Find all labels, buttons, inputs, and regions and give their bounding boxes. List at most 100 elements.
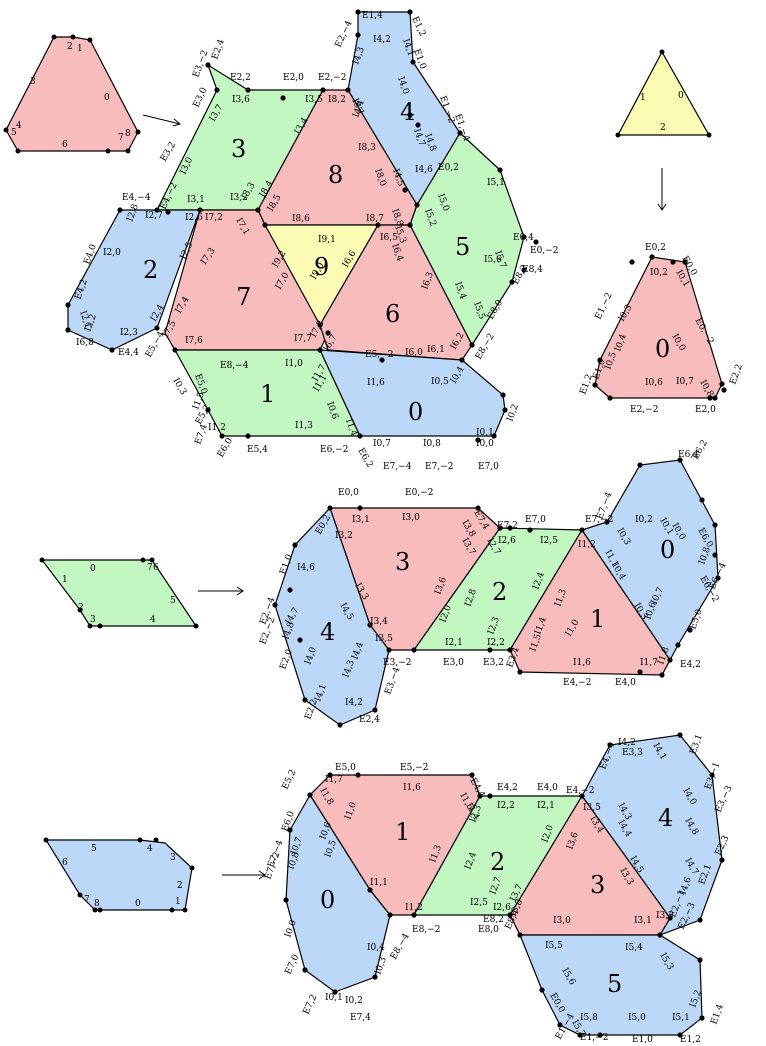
vertex-label: I1,1 — [370, 878, 388, 888]
vertex-label: I6,5 — [380, 233, 398, 243]
vertex-dot — [637, 462, 643, 468]
vertex-label: E2,0 — [283, 73, 304, 83]
vertex-label: E6,2 — [355, 447, 374, 470]
vertex-label: I0,1 — [325, 993, 343, 1003]
vertex-label: I3,5 — [375, 634, 393, 644]
vertex-label: E2,−4 — [334, 19, 355, 49]
vertex-label: I2,1 — [537, 801, 555, 811]
vertex-label: E2,2 — [728, 363, 745, 386]
vertex-label: E4,2 — [497, 783, 518, 793]
vertex-label: E4,0 — [537, 783, 558, 793]
vertex-dot — [475, 505, 481, 511]
vertex-dot — [475, 437, 481, 443]
edge-label: 5 — [170, 596, 176, 606]
vertex-label: I2,6 — [498, 536, 516, 546]
vertex-dot — [172, 347, 178, 353]
vertex-label: I3,2 — [230, 193, 248, 203]
vertex-label: I4,6 — [297, 563, 315, 573]
vertex-dot — [667, 657, 673, 663]
vertex-label: I0,7 — [676, 377, 694, 387]
vertex-dot — [245, 87, 251, 93]
vertex-dot — [579, 793, 585, 799]
vertex-dot — [497, 167, 503, 173]
tile-label-1: 1 — [590, 605, 605, 633]
vertex-dot — [165, 209, 171, 215]
vertex-label: E2,2 — [230, 73, 251, 83]
vertex-label: I2,6 — [493, 903, 511, 913]
tile-label-4: 4 — [400, 98, 415, 126]
vertex-dot — [521, 234, 527, 240]
vertex-dot — [557, 1022, 563, 1028]
detail-tile-label: 0 — [655, 335, 670, 363]
vertex-label: I3,0 — [402, 513, 420, 523]
vertex-dot — [297, 637, 303, 643]
vertex-label: I5,6 — [484, 255, 502, 265]
vertex-dot — [477, 793, 483, 799]
vertex-dot — [283, 897, 289, 903]
tile-label-2: 2 — [490, 848, 505, 876]
vertex-label: E1,4 — [362, 11, 383, 21]
vertex-dot — [386, 647, 392, 653]
vertex-label: E2,−2 — [318, 73, 346, 83]
vertex-label: E0,−2 — [405, 488, 433, 498]
vertex-label: E3,−2 — [383, 658, 411, 668]
vertex-dot — [707, 395, 713, 401]
vertex-dot — [507, 647, 513, 653]
vertex-dot — [357, 505, 363, 511]
vertex-label: E2,4 — [359, 715, 380, 725]
vertex-label: E7,4 — [193, 423, 210, 446]
vertex-label: E7,0 — [478, 462, 499, 472]
vertex-dot — [154, 325, 160, 331]
vertex-label: E4,−2 — [566, 786, 594, 796]
vertex-dot — [287, 827, 293, 833]
vertex-label: E3,−4 — [383, 666, 402, 696]
vertex-dot — [280, 95, 286, 101]
vertex-label: E0,2 — [438, 163, 459, 173]
vertex-label: I7,6 — [185, 336, 203, 346]
vertex-dot — [509, 279, 515, 285]
vertex-label: I0,7 — [373, 439, 391, 449]
vertex-label: E8,0 — [478, 925, 499, 935]
vertex-label: I5,8 — [580, 1013, 598, 1023]
tile-5 — [409, 132, 525, 347]
vertex-dot — [357, 433, 363, 439]
vertex-label: E5,−2 — [365, 350, 393, 360]
vertex-dot — [407, 9, 413, 15]
vertex-label: E0,−2 — [530, 246, 558, 256]
arrow-right-icon — [198, 586, 244, 596]
tile-label-6: 6 — [385, 300, 400, 328]
vertex-dot — [719, 857, 725, 863]
vertex-dot — [197, 207, 203, 213]
detail-vertex-markers — [592, 254, 727, 401]
vertex-label: I1,6 — [367, 378, 385, 388]
vertex-label: E6,0 — [216, 436, 235, 459]
template-green-parallelogram: 0 7 6 1 5 2 3 4 — [39, 557, 199, 629]
vertex-dot — [721, 387, 727, 393]
vertex-dot — [677, 1032, 683, 1038]
vertex-label: E7,−2 — [425, 462, 453, 472]
vertex-dot — [649, 254, 655, 260]
vertex-dot — [402, 187, 408, 193]
template-blue-pentagon-shape — [44, 839, 193, 911]
vertex-dot — [411, 647, 417, 653]
edge-label: 3 — [170, 853, 176, 863]
vertex-dot — [407, 112, 413, 118]
vertex-label: I1,2 — [405, 903, 423, 913]
vertex-dot — [214, 87, 220, 93]
vertex-label: E3,0 — [192, 86, 210, 109]
vertex-dot — [675, 642, 681, 648]
vertex-label: I0,6 — [645, 378, 663, 388]
vertex-label: I2,7 — [145, 211, 163, 221]
vertex-label: E1,4 — [709, 1003, 726, 1026]
vertex-label: E0,4 — [513, 233, 534, 243]
edge-label: 7 — [147, 563, 153, 573]
vertex-dot — [712, 395, 718, 401]
vertex-label: I1,7 — [640, 658, 658, 668]
vertex-label: I3,5 — [583, 803, 601, 813]
vertex-label: E3,0 — [443, 658, 464, 668]
vertex-label: I1,3 — [295, 421, 313, 431]
edge-label: 3 — [30, 77, 36, 87]
tile-label-7: 7 — [236, 283, 251, 311]
